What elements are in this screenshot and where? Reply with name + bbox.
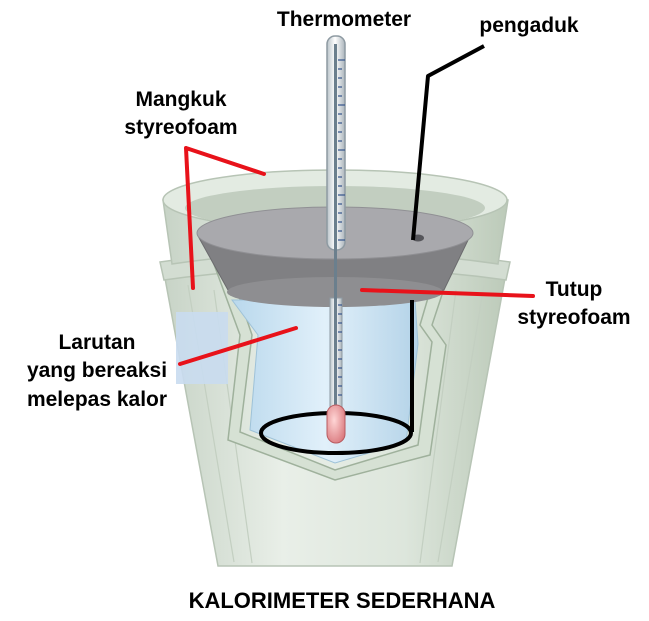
- thermometer-label: Thermometer: [277, 8, 411, 31]
- cup-label-line2: styreofoam: [124, 116, 237, 139]
- cup-pointer: [184, 146, 266, 290]
- thermometer-capillary: [334, 44, 337, 409]
- thermometer-scale: [338, 59, 345, 396]
- cup-label-line1: Mangkuk: [135, 88, 226, 111]
- stirrer-label: pengaduk: [479, 14, 578, 37]
- solution-label-line1: Larutan: [58, 331, 135, 354]
- stirrer-handle: [411, 44, 485, 241]
- lid-pointer: [360, 288, 535, 298]
- diagram-title: KALORIMETER SEDERHANA: [189, 588, 496, 613]
- solution-label-line3: melepas kalor: [27, 388, 167, 411]
- thermometer: [326, 35, 346, 444]
- lid-label-line2: styreofoam: [517, 306, 630, 329]
- solution-label-line2: yang bereaksi: [27, 359, 167, 382]
- pointer-lines: [178, 146, 535, 366]
- lid-label-line1: Tutup: [546, 278, 603, 301]
- solution-pointer: [178, 326, 298, 366]
- thermometer-bulb: [326, 404, 346, 444]
- cutaway-panel: [176, 312, 228, 384]
